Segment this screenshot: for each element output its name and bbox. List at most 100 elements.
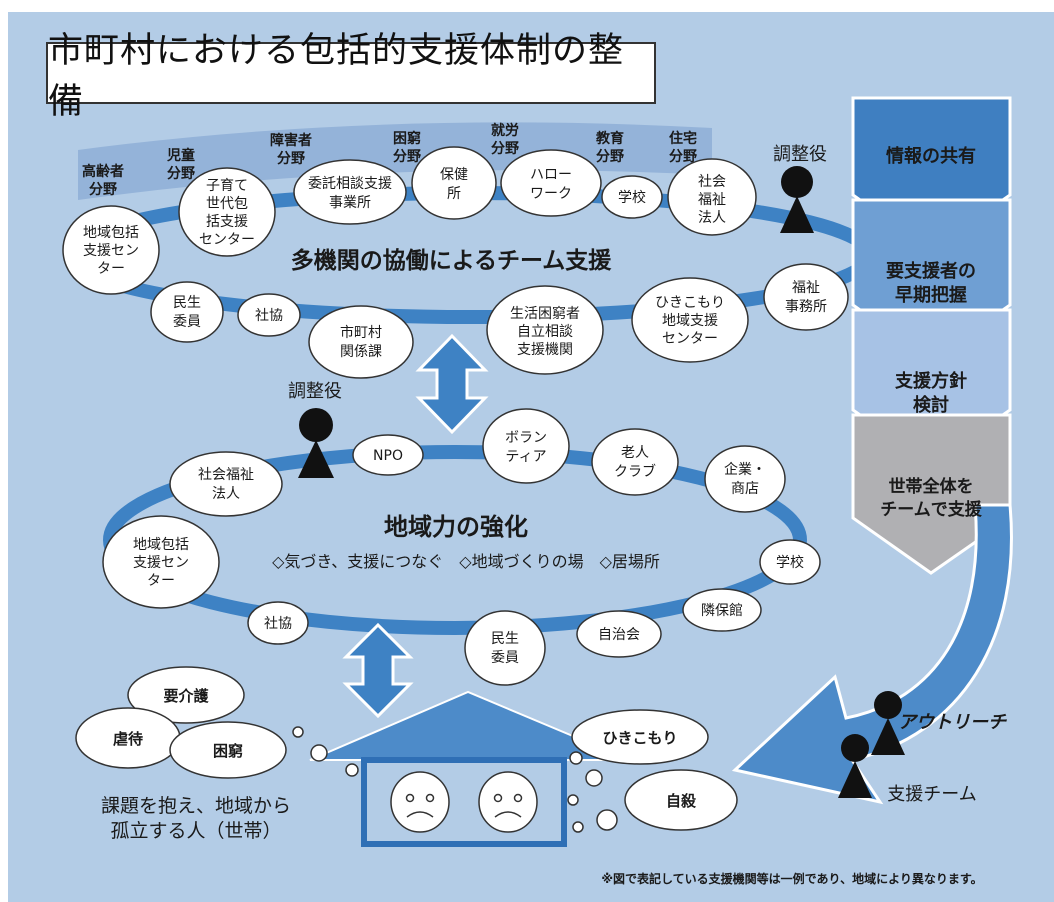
step-labels: 情報の共有 要支援者の 早期把握 支援方針 検討 世帯全体を チームで支援 [880, 145, 982, 520]
upper-org-labels: 地域包括 支援セン ター 子育て 世代包 括支援 センター 委託相談支援 事業所… [83, 167, 827, 360]
org-label: 市町村 [340, 324, 382, 341]
lower-subtitle: ◇気づき、支援につなぐ ◇地域づくりの場 ◇居場所 [272, 552, 660, 571]
org-label: 自治会 [598, 627, 640, 643]
problem-label: 要介護 [163, 687, 209, 705]
field-label: 教育 [596, 130, 624, 147]
org-label: ひきこもり [655, 295, 725, 311]
org-label: 法人 [698, 210, 726, 226]
org-label: 社会 [698, 174, 726, 190]
org-label: 民生 [491, 631, 519, 647]
org-label: 民生 [173, 295, 201, 311]
field-label: 障害者 [270, 132, 312, 149]
problem-label: ひきこもり [602, 729, 677, 747]
org-label: 老人 [621, 445, 649, 461]
lower-org-labels: NPO ボラン ティア 老人 クラブ 企業・ 商店 社会福祉 法人 地域包括 支… [133, 430, 804, 666]
support-team-label: 支援チーム [887, 784, 976, 805]
org-label: センター [199, 232, 255, 248]
org-label: 社会福祉 [198, 467, 254, 483]
outreach-arrow [731, 503, 1013, 805]
field-label: 分野 [596, 149, 624, 165]
step-label: 情報の共有 [886, 145, 976, 167]
field-label: 住宅 [669, 130, 697, 147]
org-label: 支援機関 [517, 342, 573, 358]
thought-cloud-icon [75, 666, 738, 831]
coordinator-label: 調整役 [288, 381, 342, 402]
org-label: 地域包括 [83, 225, 139, 241]
org-label: 事業所 [329, 195, 371, 211]
org-label: 社協 [264, 616, 292, 632]
isolated-label: 孤立する人（世帯） [110, 820, 281, 842]
person-icon [298, 408, 334, 478]
org-label: 隣保館 [701, 602, 743, 619]
org-label: クラブ [614, 463, 656, 480]
isolated-label: 課題を抱え、地域から [101, 795, 291, 817]
org-label: 生活困窮者 [510, 306, 580, 322]
thought-dots [292, 726, 618, 833]
house-icon [309, 690, 631, 847]
org-label: 学校 [776, 554, 804, 571]
org-label: 企業・ [724, 461, 766, 478]
step-label: 検討 [913, 394, 949, 416]
org-label: 商店 [731, 481, 759, 497]
org-label: 括支援 [206, 214, 248, 230]
org-label: 地域支援 [662, 313, 718, 329]
org-label: 法人 [212, 486, 240, 502]
outreach-label: アウトリーチ [898, 712, 1007, 733]
org-label: 学校 [618, 189, 646, 206]
org-label: 福祉 [698, 192, 726, 208]
step-label: 支援方針 [894, 370, 967, 392]
field-label: 分野 [277, 151, 305, 167]
org-label: 支援セン [133, 555, 189, 571]
org-label: 福祉 [792, 280, 820, 296]
org-label: 所 [447, 186, 461, 202]
org-label: 保健 [440, 167, 468, 183]
field-label: 分野 [393, 149, 421, 165]
lower-org-circles [102, 408, 821, 686]
upper-org-circles [62, 146, 849, 379]
step-chevrons [851, 96, 1012, 575]
org-label: センター [662, 331, 718, 347]
sad-face-icon [478, 771, 538, 833]
field-label: 分野 [167, 166, 195, 182]
sad-face-icon [390, 771, 450, 833]
field-label: 高齢者 [82, 163, 124, 180]
step-label: 早期把握 [895, 284, 967, 306]
lower-heading: 地域力の強化 [384, 513, 528, 541]
org-label: 社協 [255, 308, 283, 324]
step-label: 要支援者の [886, 260, 976, 282]
problem-labels: 要介護 虐待 困窮 ひきこもり 自殺 [113, 687, 697, 810]
problem-label: 自殺 [666, 792, 697, 810]
page-title: 市町村における包括的支援体制の整備 [46, 31, 656, 122]
org-label: ボラン [505, 430, 547, 446]
field-label: 児童 [166, 147, 195, 164]
org-label: 委託相談支援 [308, 176, 392, 192]
field-label: 分野 [669, 149, 697, 165]
double-arrow-icon [342, 622, 414, 719]
org-label: ワーク [530, 186, 572, 202]
field-labels: 高齢者 分野 児童 分野 障害者 分野 困窮 分野 就労 分野 教育 分野 住宅… [82, 122, 697, 198]
org-label: ター [97, 261, 125, 277]
org-label: 自立相談 [517, 324, 573, 340]
step-4-shape [851, 413, 1012, 575]
org-label: 地域包括 [133, 537, 189, 553]
field-label: 就労 [491, 122, 519, 139]
org-label: 子育て [206, 178, 248, 194]
org-label: 関係課 [340, 344, 382, 360]
org-label: 世代包 [206, 196, 248, 212]
coordinator-label: 調整役 [773, 144, 827, 165]
org-label: ター [147, 573, 175, 589]
org-label: ハロー [530, 167, 572, 183]
field-label: 分野 [89, 182, 117, 198]
org-label: 委員 [173, 314, 201, 330]
double-arrow-icon [415, 333, 489, 435]
org-label: 支援セン [83, 243, 139, 259]
footnote: ※図で表記している支援機関等は一例であり、地域により異なります。 [601, 871, 982, 886]
org-label: 事務所 [785, 299, 827, 315]
org-label: NPO [373, 448, 403, 464]
field-label: 分野 [491, 141, 519, 157]
person-icon [780, 166, 814, 233]
org-label: ティア [505, 449, 546, 465]
field-label: 困窮 [393, 130, 421, 147]
